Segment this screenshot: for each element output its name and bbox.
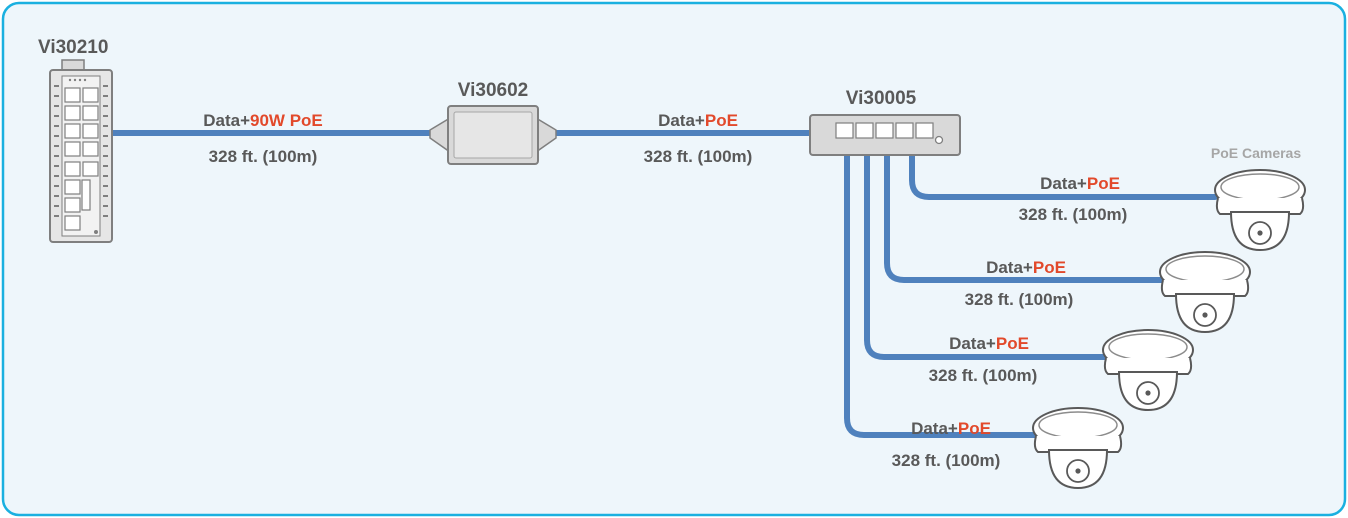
link-2-power: PoE: [705, 111, 738, 130]
poe-extender-icon: [429, 105, 557, 165]
link-5-power: PoE: [996, 334, 1029, 353]
link-4-label: Data+PoE: [986, 258, 1066, 277]
link-3-label: Data+PoE: [1040, 174, 1120, 193]
cable-port2-to-camera3: [864, 137, 1108, 360]
link-4-prefix: Data+: [986, 258, 1033, 277]
link-1-label: Data+90W PoE: [203, 111, 323, 130]
link-3-prefix: Data+: [1040, 174, 1087, 193]
link-4-distance: 328 ft. (100m): [965, 290, 1074, 309]
link-5-label: Data+PoE: [949, 334, 1029, 353]
link-2-distance: 328 ft. (100m): [644, 147, 753, 166]
link-6-power: PoE: [958, 419, 991, 438]
link-6-label: Data+PoE: [911, 419, 991, 438]
device-label-vi30210: Vi30210: [38, 37, 108, 58]
poe-cameras-label: PoE Cameras: [1211, 145, 1301, 161]
link-4-power: PoE: [1033, 258, 1066, 277]
device-label-vi30005: Vi30005: [846, 88, 917, 109]
link-3-power: PoE: [1087, 174, 1120, 193]
link-2-prefix: Data+: [658, 111, 705, 130]
link-2-label: Data+PoE: [658, 111, 738, 130]
device-label-vi30602: Vi30602: [458, 80, 528, 101]
unmanaged-poe-switch-icon: [809, 114, 961, 156]
cable-port4-to-camera1: [909, 137, 1218, 200]
link-3-distance: 328 ft. (100m): [1019, 205, 1128, 224]
link-6-prefix: Data+: [911, 419, 958, 438]
cable-port3-to-camera2: [884, 137, 1165, 283]
link-6-distance: 328 ft. (100m): [892, 451, 1001, 470]
link-5-distance: 328 ft. (100m): [929, 366, 1038, 385]
din-rail-switch-icon: [49, 59, 113, 243]
network-cables: [85, 130, 1218, 438]
link-5-prefix: Data+: [949, 334, 996, 353]
link-1-power: 90W PoE: [250, 111, 323, 130]
link-1-distance: 328 ft. (100m): [209, 147, 318, 166]
link-1-prefix: Data+: [203, 111, 250, 130]
cable-port1-to-camera4: [844, 137, 1040, 438]
